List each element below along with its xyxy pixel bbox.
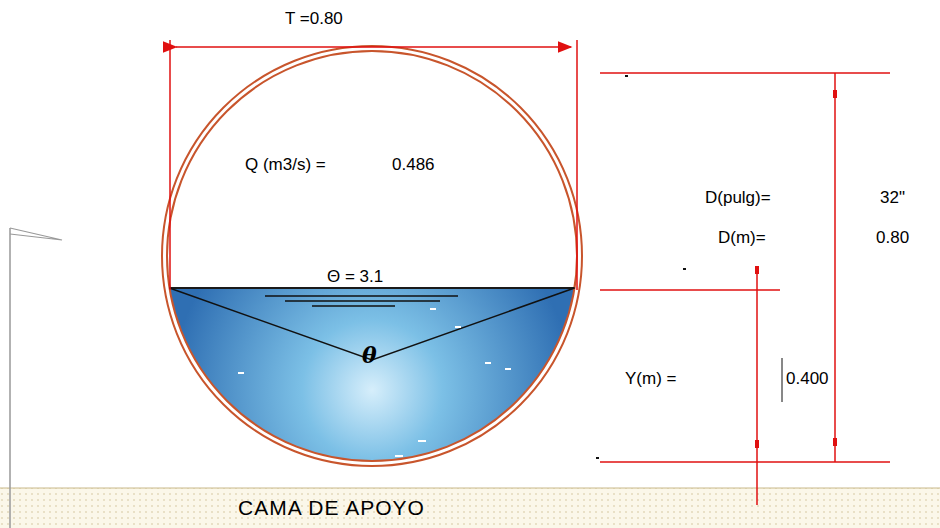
dimension-label: D(m)= (718, 229, 766, 246)
flow-label: Q (m3/s) = (245, 156, 326, 173)
dimension-value: 32" (880, 189, 905, 206)
dimension-value: 0.80 (876, 229, 909, 246)
pipe-circle: Q (m3/s) = 0.486 Θ = 3.1 θ (162, 46, 582, 466)
flow-value: 0.486 (392, 156, 435, 173)
angle-symbol: θ (362, 344, 377, 366)
dimension-value: 0.400 (786, 370, 829, 387)
dimension-label: Y(m) = (625, 370, 676, 387)
dimension-label: D(pulg)= (705, 189, 771, 206)
angle-label: Θ = 3.1 (327, 268, 383, 285)
band-label: CAMA DE APOYO (238, 497, 425, 518)
bedding-band: CAMA DE APOYO (0, 488, 940, 528)
dimension-label: T =0.80 (285, 10, 343, 27)
